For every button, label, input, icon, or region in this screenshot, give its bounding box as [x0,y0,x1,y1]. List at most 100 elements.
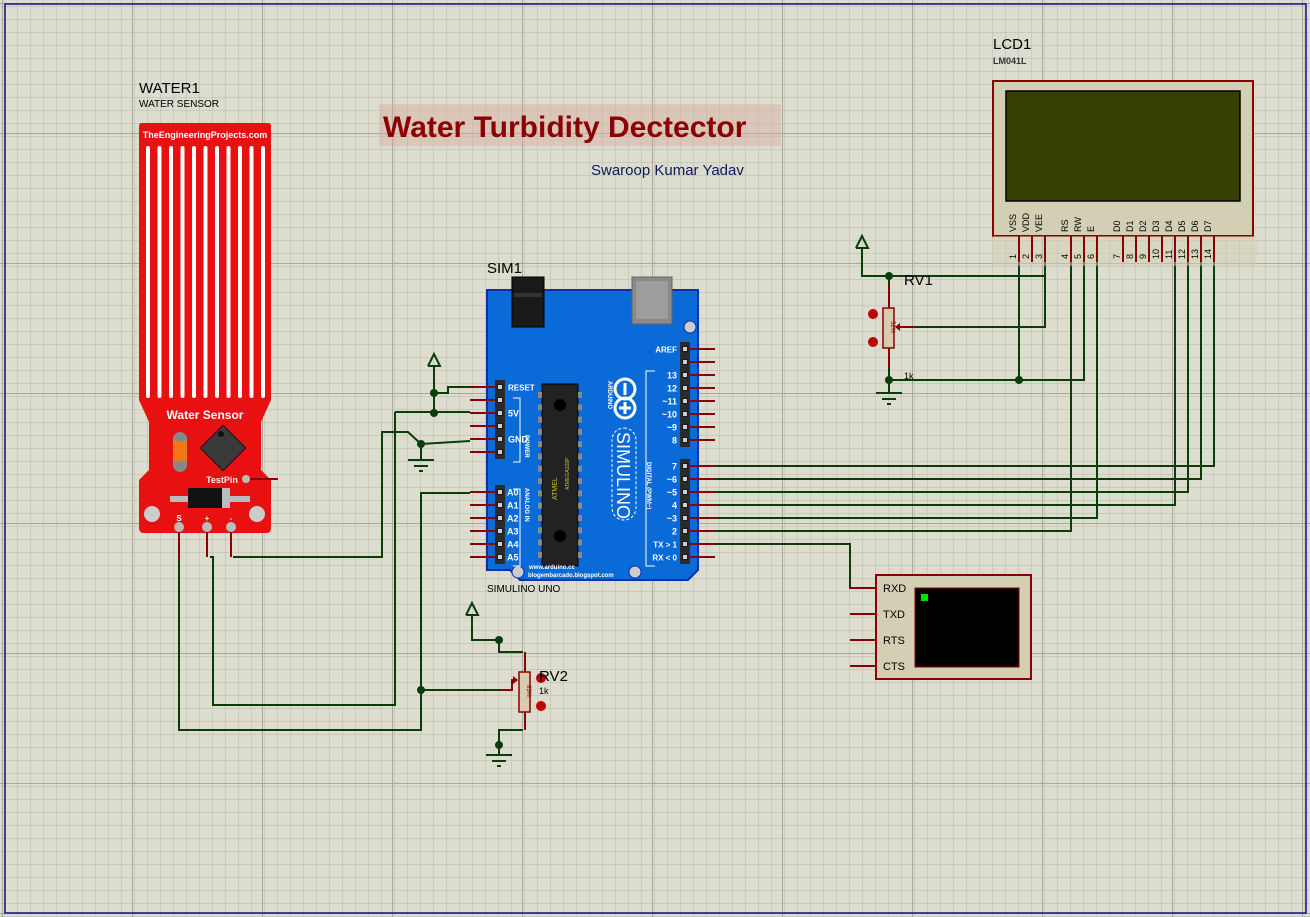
lcd-screen [1005,90,1241,202]
pin-label: 4 [672,501,677,511]
lcd-pin-number: 12 [1177,249,1187,259]
potentiometer-rv1[interactable]: RV1 52% 1k [868,272,933,381]
potentiometer-rv2[interactable]: 83% RV2 1k [500,652,568,730]
pin-label: RESET [508,384,535,393]
terminal-screen [914,587,1020,668]
pin-minus [226,522,236,532]
junction [885,272,893,280]
terminal-pin-label: CTS [883,661,905,673]
title-block: Water Turbidity Dectector Swaroop Kumar … [379,104,781,179]
lcd-pin-number: 14 [1203,249,1213,259]
lcd-pin-name: D7 [1203,220,1213,232]
wire-d5 [715,262,1189,493]
lcd-pin-name: D6 [1190,220,1200,232]
lcd-pin-name: VDD [1021,212,1031,232]
increment-icon[interactable] [536,673,546,683]
pin-s [174,522,184,532]
water-sensor[interactable]: WATER1 WATER SENSOR TheEngineeringProjec… [139,80,278,560]
chip-model: ATMEGA328P [565,457,571,490]
power-header: RESET 5V GND [470,380,535,459]
junction [495,636,503,644]
decrement-icon[interactable] [536,701,546,711]
terminal-pin-label: RXD [883,583,906,595]
power-arrow-icon [855,233,870,249]
arduino-board[interactable]: SIM1 ATMEL ATMEGA328P ARDUINO SIMULINO P… [470,260,715,595]
test-pin [242,475,250,483]
pin-label: A4 [507,540,519,550]
pin-label: A1 [507,501,519,511]
url-arduino: www.arduino.cc [528,565,575,571]
wire-rs [715,262,1072,532]
lcd-pin-name: VSS [1008,214,1018,232]
led [173,441,187,461]
pin-plus [202,522,212,532]
lcd-display[interactable]: LCD1 LM041L VSS1VDD2VEE3RS4RW5E6D07D18D2… [992,36,1257,266]
wire-d6 [715,262,1202,480]
power-terminal-rv2 [465,600,480,616]
mount-hole [144,506,160,522]
component-ref: WATER1 [139,80,200,97]
wire-gnd-rw [889,262,1085,381]
wire-a0 [420,492,470,598]
wire-sensor-gnd [233,431,422,558]
sensor-trace [157,146,162,398]
brand-outline [611,427,637,521]
increment-icon[interactable] [868,309,878,319]
junction [495,741,503,749]
power-terminal-5v [427,351,442,367]
wire-gnd [420,440,471,445]
pin-label: A5 [507,553,519,563]
lcd-pin-name: D5 [1177,220,1187,232]
lcd-pin-number: 8 [1125,254,1135,259]
title-highlight [379,104,781,146]
wire-sensor-vcc [210,412,396,706]
lcd-pin-number: 5 [1073,254,1083,259]
junction [417,686,425,694]
pin-label: 12 [667,384,677,394]
wire-d4 [715,262,1176,506]
sensor-brand: TheEngineeringProjects.com [143,130,268,140]
terminal-pin-label: TXD [883,609,905,621]
component-model: LM041L [993,56,1027,66]
lcd-pin-number: 7 [1112,254,1122,259]
sensor-trace [192,146,196,398]
wires [178,248,1215,755]
power-section-label: POWER [523,435,529,458]
pin-label: 5V [508,409,519,419]
pin-label: ~3 [667,514,677,524]
ground-symbol [486,754,512,767]
component-ref: RV1 [904,272,933,289]
pin-label: GND [508,435,529,445]
ground-icon [876,392,902,405]
sensor-trace [146,146,150,398]
ground-symbol [408,459,434,472]
pin-label: TX > 1 [653,541,677,550]
decrement-icon[interactable] [868,337,878,347]
component-ref: RV2 [539,668,568,685]
sensor-trace [261,146,265,398]
logo-text: ARDUINO [606,381,612,409]
brand-text: SIMULINO [613,432,633,519]
pin-label: ~5 [667,488,677,498]
terminal-cursor [921,594,928,601]
virtual-terminal[interactable]: RXD TXD RTS CTS [850,574,1032,680]
lcd-pin-name: D3 [1151,220,1161,232]
lcd-pin-name: D1 [1125,220,1135,232]
lcd-pin-name: E [1086,226,1096,232]
pin-label: 2 [672,527,677,537]
lcd-pin-number: 2 [1021,254,1031,259]
terminal-pin-label: RTS [883,635,905,647]
sensor-trace [215,146,219,398]
power-jack [511,276,545,328]
sensor-trace [180,146,185,398]
ground-symbol [876,392,902,405]
component-value: 1k [539,686,549,696]
lcd-pin-number: 3 [1034,254,1044,259]
pin-label-minus: - [230,514,233,523]
sensor-chip [199,424,247,472]
pin-label: A0 [507,488,519,498]
